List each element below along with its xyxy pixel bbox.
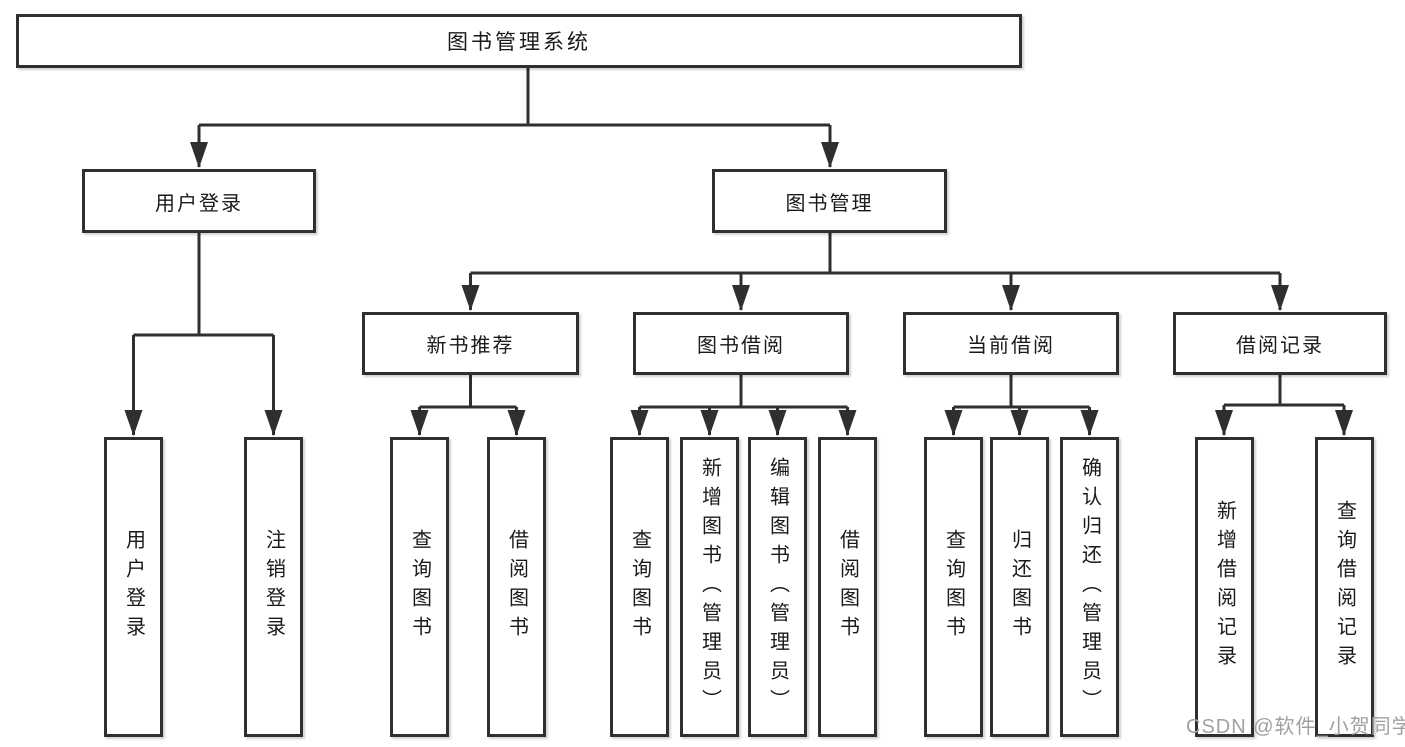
node-user-login-label: 用户登录 [155, 192, 243, 215]
node-borrow-records-label: 借阅记录 [1236, 335, 1324, 357]
node-current-borrow-label: 当前借阅 [967, 335, 1055, 357]
node-borrowing: 图书借阅 [633, 312, 849, 375]
node-root: 图书管理系统 [16, 14, 1022, 68]
leaf-borrowing-query: 查询图书 [610, 437, 669, 737]
leaf-current-query: 查询图书 [924, 437, 983, 737]
leaf-user-login: 用户登录 [104, 437, 163, 737]
leaf-current-confirm-return: 确认归还（管理员） [1060, 437, 1119, 737]
node-book-management: 图书管理 [712, 169, 947, 233]
edge-new-books-children [410, 375, 526, 436]
edge-borrowing-children [630, 375, 857, 436]
leaf-logout-login: 注销登录 [244, 437, 303, 737]
leaf-borrowing-edit: 编辑图书（管理员） [748, 437, 807, 737]
node-user-login: 用户登录 [82, 169, 316, 233]
edge-book-management-children [461, 233, 1289, 311]
edge-user-login-children [124, 233, 283, 436]
node-borrowing-label: 图书借阅 [697, 335, 785, 357]
leaf-current-return: 归还图书 [990, 437, 1049, 737]
node-current-borrow: 当前借阅 [903, 312, 1119, 375]
edge-records-children [1215, 375, 1353, 436]
leaf-borrowing-borrow: 借阅图书 [818, 437, 877, 737]
node-new-books-label: 新书推荐 [426, 335, 515, 357]
node-root-label: 图书管理系统 [447, 31, 591, 54]
edge-current-children [944, 375, 1099, 436]
leaf-records-query: 查询借阅记录 [1315, 437, 1374, 737]
edge-root-children [190, 68, 839, 168]
leaf-newbooks-borrow: 借阅图书 [487, 437, 546, 737]
leaf-borrowing-add: 新增图书（管理员） [680, 437, 739, 737]
node-borrow-records: 借阅记录 [1173, 312, 1387, 375]
node-new-books: 新书推荐 [362, 312, 579, 375]
watermark: CSDN @软件_小贺同学 [1186, 716, 1405, 738]
leaf-records-add: 新增借阅记录 [1195, 437, 1254, 737]
node-book-management-label: 图书管理 [785, 192, 874, 215]
leaf-newbooks-query: 查询图书 [390, 437, 449, 737]
